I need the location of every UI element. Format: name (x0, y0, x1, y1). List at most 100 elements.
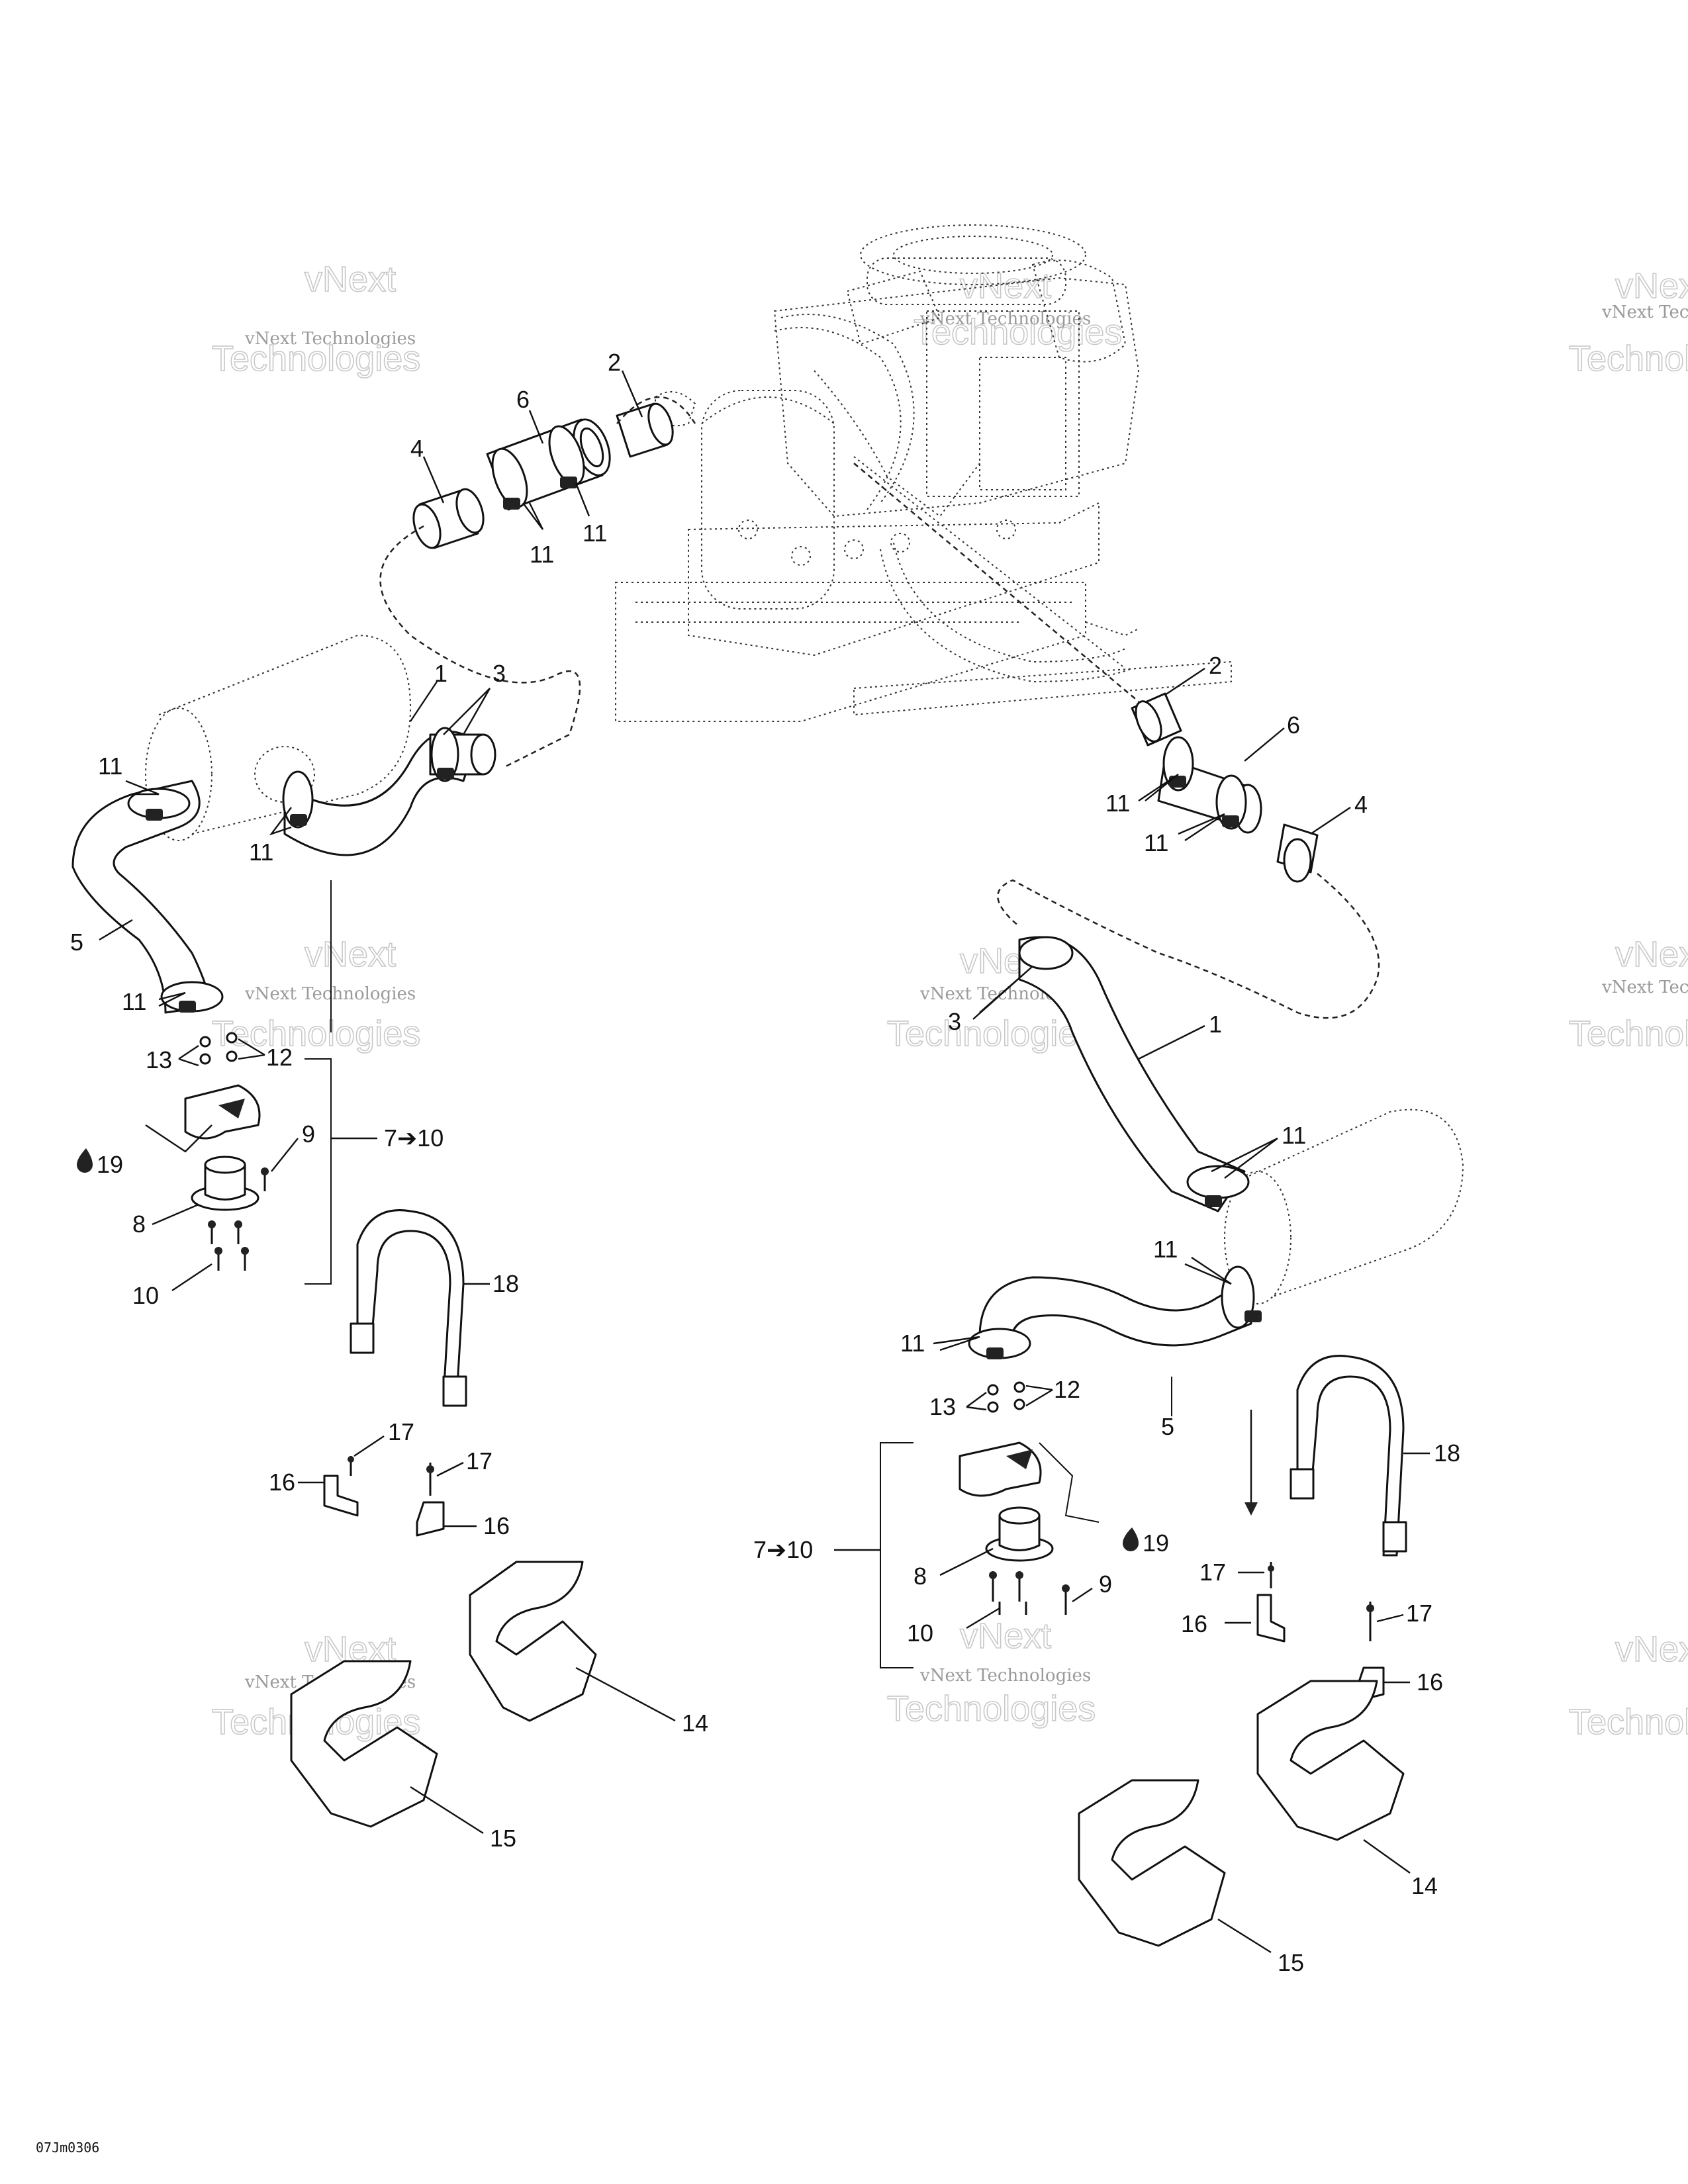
callout-8-left: 8 (132, 1203, 199, 1238)
watermark-top-right: vNext Technologies vNext Technologies (1568, 265, 1688, 379)
svg-text:7➔10: 7➔10 (384, 1124, 444, 1152)
callout-12-left: 12 (238, 1038, 293, 1071)
rivet-17-left-b (426, 1463, 434, 1496)
watermark-top-center: vNext Technologies vNext Technologies (913, 265, 1123, 353)
callout-16-right-a: 16 (1181, 1610, 1251, 1637)
svg-text:2: 2 (1209, 652, 1222, 679)
callout-5-right: 5 (1161, 1413, 1174, 1440)
muffler-hose-1-right (1018, 936, 1246, 1212)
svg-text:19: 19 (1143, 1529, 1169, 1557)
callout-7to10-right: 7➔10 (753, 1536, 880, 1563)
svg-text:9: 9 (1099, 1570, 1112, 1598)
svg-text:17: 17 (388, 1418, 414, 1445)
svg-text:3: 3 (948, 1008, 961, 1035)
right-outlet-fitting (880, 1381, 1100, 1668)
sleeve-2-top (616, 402, 674, 458)
svg-text:vNext Technologies: vNext Technologies (919, 1666, 1091, 1686)
droplet-icon (1123, 1527, 1139, 1551)
svg-text:11: 11 (900, 1330, 925, 1357)
svg-text:5: 5 (70, 929, 83, 956)
svg-text:3: 3 (492, 660, 506, 687)
callout-11-right-tail-a: 11 (1153, 1236, 1232, 1285)
svg-text:11: 11 (1144, 829, 1168, 856)
nut-13-left (199, 1036, 211, 1065)
svg-text:vNext: vNext (305, 934, 396, 974)
svg-text:vNext Technologies: vNext Technologies (1601, 978, 1688, 997)
svg-text:16: 16 (1181, 1610, 1207, 1637)
clamp-11-top-b (548, 425, 585, 488)
flange-8-left (191, 1156, 259, 1211)
svg-text:Technologies: Technologies (887, 1689, 1096, 1729)
clamp-11-right-muffler-a (1186, 1165, 1250, 1207)
sleeve-4-top (412, 488, 485, 549)
clamp-11-left-tail-b (160, 981, 224, 1013)
svg-text:vNext: vNext (1615, 934, 1688, 974)
callout-11-right-a: 11 (1105, 774, 1179, 817)
callout-11-top-b: 11 (575, 482, 607, 547)
left-brackets-16-17 (323, 1456, 445, 1537)
callout-17-right-b: 17 (1376, 1600, 1432, 1627)
callout-3-right: 3 (948, 966, 1033, 1035)
strap-18-left (350, 1209, 467, 1407)
svg-text:14: 14 (682, 1709, 708, 1737)
callout-16-left-b: 16 (444, 1512, 510, 1539)
callout-5-left: 5 (70, 919, 133, 956)
bracket-16-left-a (323, 1475, 359, 1517)
svg-text:15: 15 (1278, 1949, 1304, 1976)
bracket-16-right-a (1256, 1594, 1286, 1643)
strap-18-right (1244, 1355, 1407, 1557)
svg-text:5: 5 (1161, 1413, 1174, 1440)
callout-11-left-tail-top: 11 (98, 752, 160, 796)
svg-text:1: 1 (434, 660, 447, 687)
svg-text:6: 6 (516, 386, 530, 413)
support-block-15-left (290, 1660, 438, 1828)
callout-2-right: 2 (1164, 652, 1222, 696)
screw-9-left (261, 1167, 269, 1191)
svg-text:8: 8 (132, 1210, 146, 1238)
support-block-14-left (469, 1561, 597, 1722)
callout-11-right-muffler: 11 (1211, 1122, 1306, 1179)
right-muffler-assembly (968, 936, 1464, 1416)
screws-10-right (989, 1571, 1027, 1615)
svg-text:vNext: vNext (960, 266, 1051, 306)
svg-text:11: 11 (249, 839, 273, 866)
callout-13-left: 13 (146, 1045, 199, 1073)
svg-text:9: 9 (302, 1120, 315, 1148)
svg-text:10: 10 (907, 1619, 933, 1647)
callout-17-left-a: 17 (353, 1418, 414, 1457)
sealant-patch-right (959, 1441, 1100, 1523)
svg-text:vNext Technologies: vNext Technologies (244, 984, 416, 1004)
svg-text:7➔10: 7➔10 (753, 1536, 813, 1563)
callout-14-left: 14 (575, 1666, 708, 1737)
callout-19-left: 19 (77, 1124, 212, 1178)
callout-17-right-a: 17 (1199, 1559, 1264, 1586)
svg-text:vNext Technologies: vNext Technologies (244, 329, 416, 349)
support-block-15-right (1078, 1779, 1226, 1947)
callout-9-left: 9 (271, 1120, 315, 1172)
clamp-11-right-a (1162, 736, 1194, 792)
callout-19-right: 19 (1123, 1527, 1169, 1557)
callout-1-left: 1 (410, 660, 447, 722)
svg-text:12: 12 (1054, 1376, 1080, 1403)
callouts: 2 6 4 11 11 1 3 11 (70, 349, 1460, 1976)
svg-text:11: 11 (1153, 1236, 1178, 1263)
callout-15-left: 15 (410, 1786, 516, 1852)
watermark-mid-left: vNext Technologies vNext Technologies (211, 934, 421, 1054)
svg-text:8: 8 (914, 1563, 927, 1590)
svg-text:4: 4 (410, 435, 424, 462)
svg-text:Technologies: Technologies (1569, 1702, 1688, 1742)
callout-7to10-left: 7➔10 (331, 1124, 444, 1152)
callout-18-right: 18 (1403, 1439, 1460, 1467)
callout-13-right: 13 (929, 1392, 987, 1420)
svg-text:10: 10 (132, 1282, 159, 1309)
svg-text:19: 19 (97, 1151, 123, 1178)
svg-text:18: 18 (1434, 1439, 1460, 1467)
callout-4-right: 4 (1310, 791, 1368, 835)
svg-text:17: 17 (466, 1447, 492, 1475)
washer-12-left (226, 1032, 238, 1062)
callout-18-left: 18 (463, 1270, 519, 1297)
bracket-7-10-right (880, 1442, 914, 1668)
svg-text:vNext: vNext (305, 259, 396, 299)
callout-11-right-tail-b: 11 (900, 1330, 980, 1357)
